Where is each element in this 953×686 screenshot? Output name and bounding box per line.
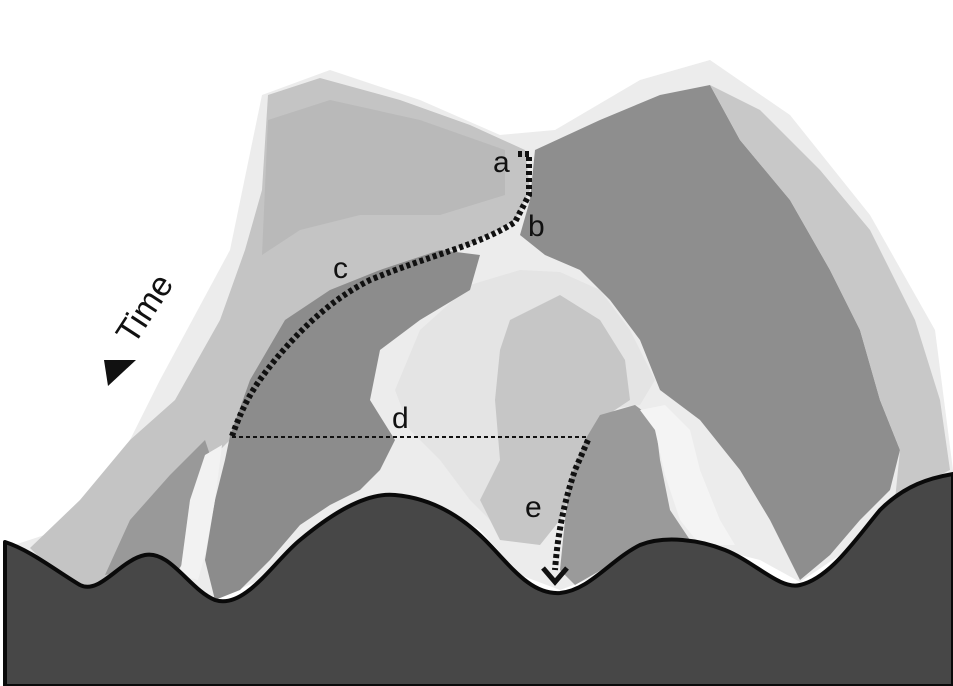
time-arrow-icon	[104, 360, 136, 386]
label-e: e	[525, 491, 542, 524]
growth-path-e	[552, 438, 591, 571]
left-white-gap	[180, 445, 222, 580]
right-white-streak	[640, 405, 735, 545]
growth-path-abc	[229, 151, 532, 438]
substrate	[3, 472, 953, 686]
central-grey-patch	[480, 295, 630, 545]
arrow-head-e-icon	[541, 566, 569, 586]
right-dark-band	[520, 85, 900, 580]
left-upper-streaks	[262, 100, 505, 255]
label-c: c	[333, 252, 348, 285]
left-dark-band	[205, 250, 480, 600]
label-d: d	[392, 402, 409, 435]
right-light-band	[710, 85, 950, 500]
time-label: Time	[109, 267, 181, 350]
label-b: b	[528, 210, 545, 243]
label-a: a	[493, 146, 510, 179]
